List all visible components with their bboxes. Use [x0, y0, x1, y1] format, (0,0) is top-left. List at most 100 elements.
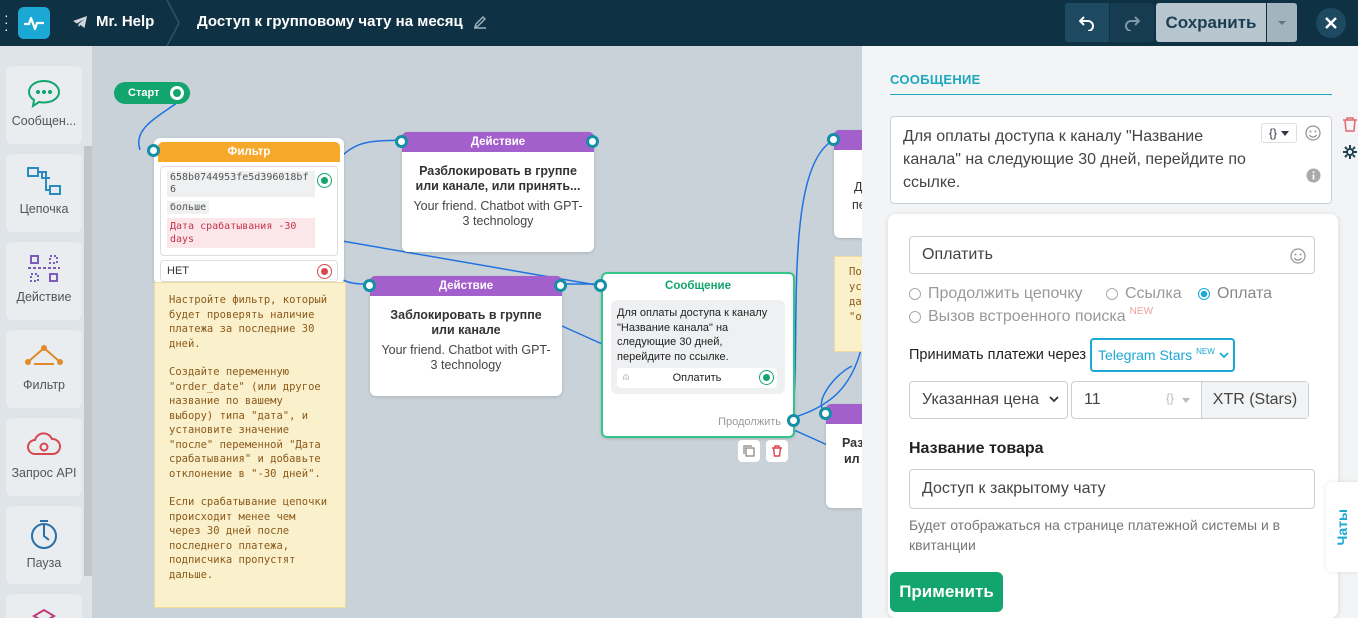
price-value-input[interactable]: 11 {} [1072, 382, 1201, 418]
sidebar-item-label: Фильтр [23, 378, 65, 392]
undo-icon [1079, 15, 1094, 31]
button-name-input[interactable]: Оплатить [909, 236, 1315, 274]
message-input-port[interactable] [594, 279, 607, 292]
price-input-group: 11 {} XTR (Stars) [1071, 381, 1309, 419]
filter-node[interactable]: Фильтр 658b0744953fe5d396018bf6 больше Д… [147, 138, 344, 284]
save-button[interactable]: Сохранить [1156, 3, 1266, 42]
menu-dots-icon[interactable]: ··· [4, 7, 9, 37]
undo-button[interactable] [1065, 3, 1109, 42]
sidebar-scrollbar[interactable] [84, 146, 92, 576]
continue-label: Продолжить [718, 416, 781, 428]
filter-input-port[interactable] [147, 144, 160, 157]
flow-title[interactable]: Доступ к групповому чату на месяц [197, 13, 487, 30]
chats-tab[interactable]: Чаты [1326, 482, 1358, 572]
info-icon[interactable] [1306, 168, 1321, 183]
price-type-select[interactable]: Указанная цена [909, 381, 1068, 419]
sticky-note[interactable]: Настройте фильтр, который будет проверят… [154, 282, 346, 608]
emoji-icon[interactable] [1290, 248, 1306, 264]
action-input-port[interactable] [363, 279, 376, 292]
partial-node-bottom[interactable]: Раз ил [819, 404, 862, 508]
radio-link[interactable]: Ссылка [1106, 285, 1182, 303]
chevron-down-icon [1049, 396, 1059, 403]
filter-no-branch[interactable]: НЕТ [160, 260, 338, 282]
trash-icon[interactable] [1342, 116, 1358, 132]
app-logo-icon[interactable] [18, 7, 50, 39]
currency-label: XTR (Stars) [1201, 382, 1308, 418]
action-output-port[interactable] [554, 279, 567, 292]
message-pay-button[interactable]: ⍝ Оплатить [617, 368, 777, 388]
action-node-subtitle: Your friend. Chatbot with GPT-3 technolo… [381, 343, 551, 372]
sidebar-item-label: Сообщен... [11, 114, 77, 128]
radio-payment[interactable]: Оплата [1198, 285, 1272, 303]
radio-continue-chain[interactable]: Продолжить цепочку [909, 285, 1083, 303]
action-output-port[interactable] [586, 135, 599, 148]
sidebar-item-filter[interactable]: Фильтр [6, 330, 82, 408]
radio-inline-search[interactable]: Вызов встроенного поиска NEW [909, 306, 1153, 326]
filter-icon [25, 345, 63, 365]
message-text-input[interactable]: Для оплаты доступа к каналу "Название ка… [890, 116, 1332, 204]
chevron-down-icon [1281, 130, 1289, 136]
redo-icon [1125, 15, 1140, 31]
action-node-unblock[interactable]: Действие Разблокировать в группе или кан… [395, 132, 599, 252]
braces-icon: {} [1268, 125, 1277, 140]
delete-node-button[interactable] [766, 440, 788, 462]
filter-no-port[interactable] [318, 265, 331, 278]
sidebar-item-pause[interactable]: Пауза [6, 506, 82, 584]
panel-title-underline [890, 94, 1332, 95]
bot-selector[interactable]: Mr. Help [72, 13, 154, 30]
apply-button[interactable]: Применить [890, 572, 1003, 612]
gear-icon[interactable] [1342, 144, 1358, 160]
partial-sticky-note[interactable]: По ус да "о [834, 256, 862, 352]
flow-canvas[interactable]: Старт Фильтр 658b0744953fe5d396018bf6 бо… [92, 46, 862, 618]
filter-yes-port[interactable] [318, 174, 331, 187]
message-bubble[interactable]: Для оплаты доступа к каналу "Название ка… [611, 300, 785, 394]
continue-port[interactable] [787, 414, 800, 427]
top-bar: ··· Mr. Help Доступ к групповому чату на… [0, 0, 1358, 46]
sidebar-item-label: Пауза [26, 556, 62, 570]
action-input-port[interactable] [395, 135, 408, 148]
filter-condition[interactable]: 658b0744953fe5d396018bf6 больше Дата сра… [160, 166, 338, 256]
sidebar-item-more[interactable] [6, 594, 82, 618]
message-node[interactable]: Сообщение Для оплаты доступа к каналу "Н… [594, 272, 800, 438]
trash-icon [772, 445, 782, 457]
chat-bubble-icon [27, 79, 61, 108]
action-icon [28, 255, 60, 282]
payment-provider-select[interactable]: Telegram Stars NEW [1090, 338, 1235, 372]
sidebar-item-label: Цепочка [19, 202, 69, 216]
filter-variable: 658b0744953fe5d396018bf6 [167, 171, 315, 197]
pay-button-port[interactable] [760, 371, 773, 384]
chevron-down-icon [1219, 352, 1229, 359]
sidebar-item-label: Запрос API [11, 466, 77, 480]
start-node[interactable]: Старт [114, 82, 190, 104]
start-output-port[interactable] [170, 86, 184, 100]
action-node-subtitle: Your friend. Chatbot with GPT-3 technolo… [413, 199, 583, 228]
action-node-block[interactable]: Действие Заблокировать в группе или кана… [363, 276, 567, 396]
partial-node-input-port[interactable] [819, 407, 832, 420]
button-settings-card: Оплатить Продолжить цепочку Ссылка Оплат… [888, 214, 1338, 618]
braces-icon[interactable]: {} [1166, 391, 1175, 405]
variables-dropdown[interactable]: {} [1261, 123, 1297, 143]
close-button[interactable] [1316, 8, 1346, 38]
sidebar-item-message[interactable]: Сообщен... [6, 66, 82, 144]
block-editor-panel: СООБЩЕНИЕ Для оплаты доступа к каналу "Н… [862, 46, 1358, 618]
telegram-icon [73, 15, 87, 28]
action-node-title: Разблокировать в группе или канале, или … [415, 164, 581, 193]
filter-node-header: Фильтр [158, 142, 340, 162]
action-node-header: Действие [402, 132, 594, 152]
sidebar-item-label: Действие [16, 290, 72, 304]
box-icon [32, 608, 56, 618]
chevron-down-icon [1278, 20, 1286, 25]
redo-button[interactable] [1110, 3, 1154, 42]
partial-node-input-port[interactable] [827, 133, 840, 146]
edit-pencil-icon[interactable] [473, 15, 487, 29]
copy-node-button[interactable] [738, 440, 760, 462]
stopwatch-icon [31, 520, 57, 549]
sidebar-item-action[interactable]: Действие [6, 242, 82, 320]
sidebar-item-chain[interactable]: Цепочка [6, 154, 82, 232]
emoji-icon[interactable] [1305, 125, 1321, 141]
partial-node-top[interactable]: Д пе [827, 130, 862, 238]
product-name-input[interactable]: Доступ к закрытому чату [909, 469, 1315, 509]
breadcrumb-separator [166, 0, 180, 46]
save-dropdown-button[interactable] [1267, 3, 1297, 42]
sidebar-item-api-request[interactable]: Запрос API [6, 418, 82, 496]
